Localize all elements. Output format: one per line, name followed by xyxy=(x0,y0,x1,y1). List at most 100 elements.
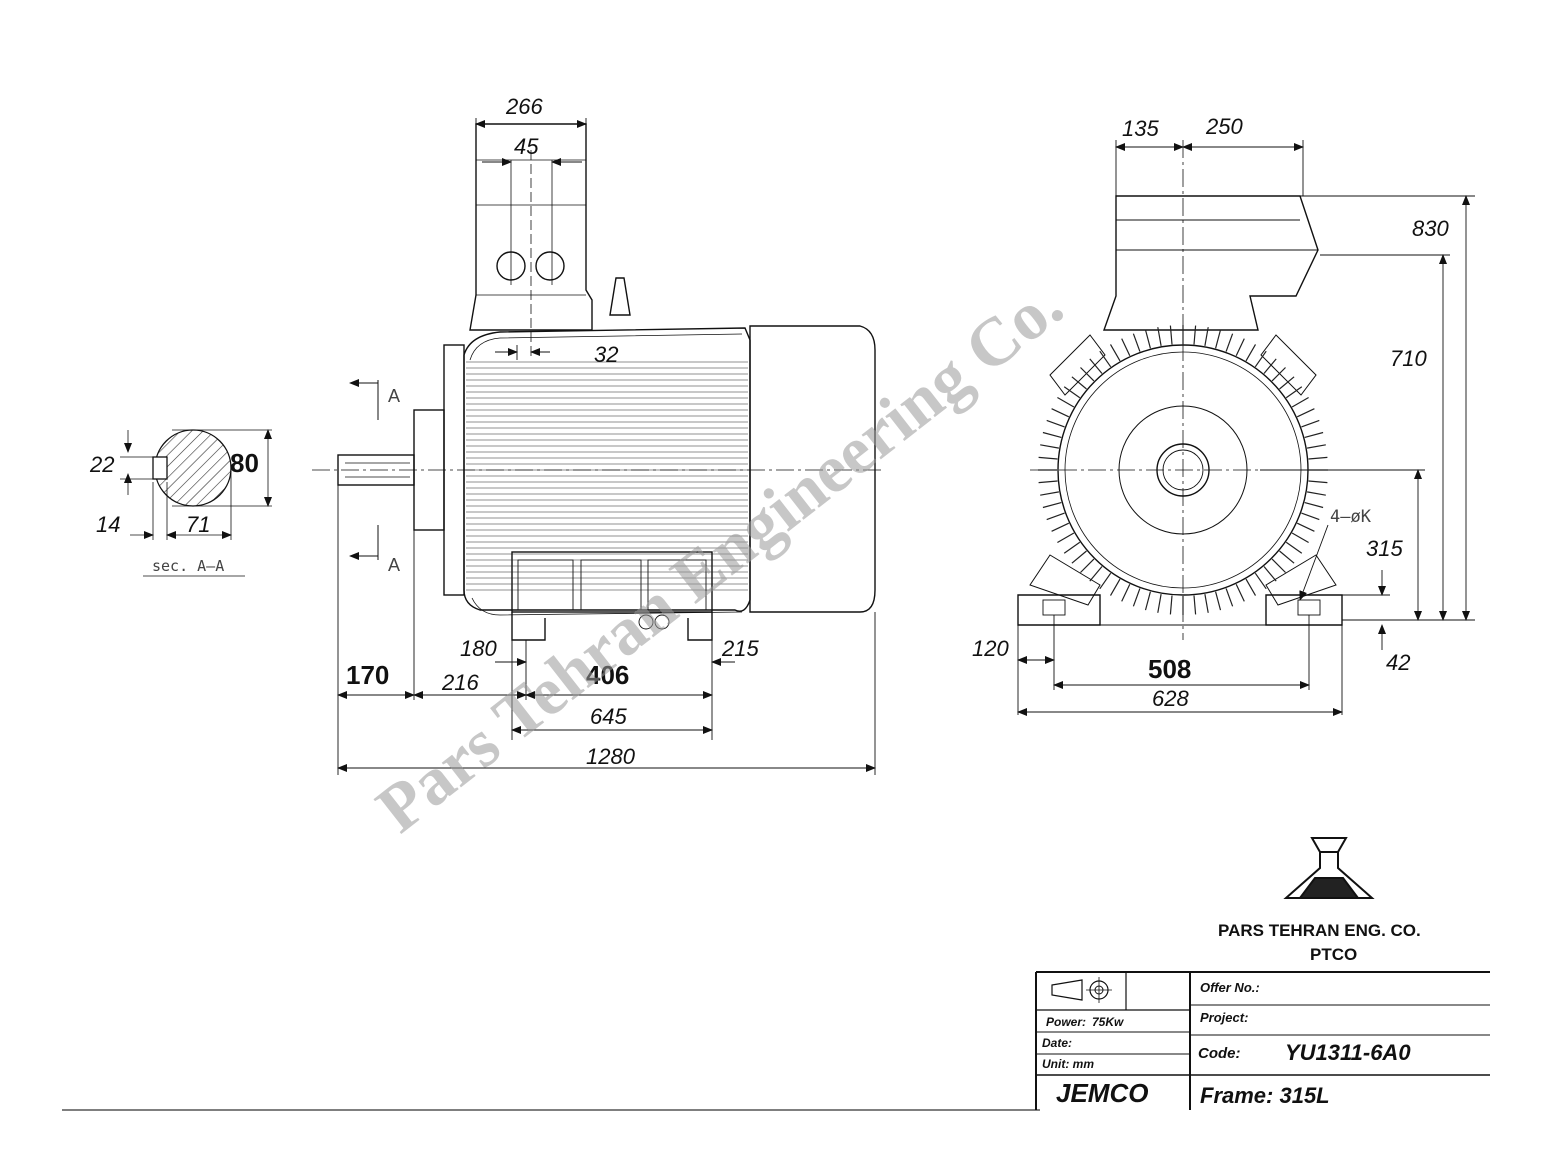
radial-fin xyxy=(1057,396,1075,408)
radial-fin xyxy=(1099,572,1112,590)
radial-fin xyxy=(1080,367,1095,382)
code-value: YU1311-6A0 xyxy=(1285,1040,1411,1065)
motor-side-view xyxy=(312,123,885,641)
manufacturer: JEMCO xyxy=(1056,1078,1148,1108)
radial-fin xyxy=(1271,558,1286,573)
radial-fin xyxy=(1046,512,1065,521)
radial-fin xyxy=(1225,588,1234,607)
lifting-eye xyxy=(609,277,631,316)
end-foot-right xyxy=(1265,594,1343,626)
date-label: Date: xyxy=(1042,1036,1072,1050)
radial-fin xyxy=(1121,583,1131,602)
company-short: PTCO xyxy=(1310,945,1357,964)
terminal-box xyxy=(469,123,593,331)
dim-32: 32 xyxy=(594,342,618,367)
radial-fin xyxy=(1063,541,1081,554)
radial-fin xyxy=(1042,431,1062,438)
radial-fin xyxy=(1285,541,1303,554)
radial-fin xyxy=(1089,566,1103,582)
radial-fin xyxy=(1132,333,1141,352)
radial-fin xyxy=(1254,350,1267,368)
radial-fin xyxy=(1046,419,1065,428)
radial-fin xyxy=(1051,522,1070,532)
radial-fin xyxy=(1235,338,1245,357)
foot-right xyxy=(687,612,713,641)
radial-fin xyxy=(1301,512,1320,521)
radial-fin xyxy=(1071,550,1087,564)
radial-fin xyxy=(1193,595,1197,615)
radial-fin xyxy=(1235,583,1245,602)
radial-fin xyxy=(1121,338,1131,357)
radial-fin xyxy=(1308,456,1328,460)
radial-fin xyxy=(1254,572,1267,590)
project-label: Project: xyxy=(1200,1010,1248,1025)
projection-symbol-icon xyxy=(1051,979,1083,1001)
dim-315: 315 xyxy=(1366,536,1403,561)
fan-cover xyxy=(749,325,876,613)
radial-fin xyxy=(1144,591,1151,611)
radial-fin xyxy=(1132,588,1141,607)
end-view-fins xyxy=(1038,325,1328,615)
dim-645: 645 xyxy=(590,704,627,729)
motor-end-view xyxy=(1017,140,1420,640)
frame-label: Frame: 315L xyxy=(1200,1083,1330,1108)
dim-508: 508 xyxy=(1148,654,1191,684)
radial-fin xyxy=(1215,329,1222,349)
foot-left xyxy=(511,612,546,641)
end-terminal-box xyxy=(1103,195,1319,331)
dim-266: 266 xyxy=(505,94,543,119)
dim-710: 710 xyxy=(1390,346,1427,371)
radial-fin xyxy=(1071,376,1087,390)
dim-42: 42 xyxy=(1386,650,1410,675)
section-mark-bottom: A xyxy=(388,555,400,575)
radial-fin xyxy=(1306,444,1326,449)
radial-fin xyxy=(1296,522,1315,532)
power-label: Power: xyxy=(1046,1015,1086,1029)
power-value: 75Kw xyxy=(1092,1015,1124,1029)
dim-120: 120 xyxy=(972,636,1009,661)
dim-80: 80 xyxy=(230,448,259,478)
radial-fin xyxy=(1099,350,1112,368)
radial-fin xyxy=(1109,344,1121,362)
side-view-fins xyxy=(466,361,748,591)
watermark: Pars Tehran Engineering Co. xyxy=(362,266,1076,847)
radial-fin xyxy=(1304,502,1324,509)
radial-fin xyxy=(1304,431,1324,438)
dim-180: 180 xyxy=(460,636,497,661)
dim-830: 830 xyxy=(1412,216,1449,241)
radial-fin xyxy=(1263,358,1277,374)
radial-fin xyxy=(1063,386,1081,399)
radial-fin xyxy=(1157,327,1162,347)
radial-fin xyxy=(1291,532,1309,544)
radial-fin xyxy=(1291,396,1309,408)
radial-fin xyxy=(1040,491,1060,496)
radial-fin xyxy=(1169,325,1173,345)
radial-fin xyxy=(1080,558,1095,573)
shaft-section-view xyxy=(120,429,272,577)
dim-628: 628 xyxy=(1152,686,1189,711)
dim-216: 216 xyxy=(441,670,479,695)
radial-fin xyxy=(1144,329,1151,349)
radial-fin xyxy=(1279,376,1295,390)
radial-fin xyxy=(1308,480,1328,484)
dim-1280: 1280 xyxy=(586,744,636,769)
radial-fin xyxy=(1057,532,1075,544)
radial-fin xyxy=(1225,333,1234,352)
radial-fin xyxy=(1109,578,1121,596)
dim-45: 45 xyxy=(514,134,539,159)
stator-body xyxy=(463,327,751,612)
foot-plate xyxy=(511,551,713,613)
radial-fin xyxy=(1089,358,1103,374)
radial-fin xyxy=(1169,595,1173,615)
radial-fin xyxy=(1038,456,1058,460)
dim-22: 22 xyxy=(89,452,114,477)
section-label: sec. A–A xyxy=(152,557,224,575)
end-foot-left xyxy=(1017,594,1101,626)
radial-fin xyxy=(1215,591,1222,611)
dim-71: 71 xyxy=(186,512,210,537)
radial-fin xyxy=(1040,444,1060,449)
dim-250: 250 xyxy=(1205,114,1243,139)
dim-14: 14 xyxy=(96,512,120,537)
side-view-dimension-lines xyxy=(337,118,876,775)
radial-fin xyxy=(1204,327,1209,347)
